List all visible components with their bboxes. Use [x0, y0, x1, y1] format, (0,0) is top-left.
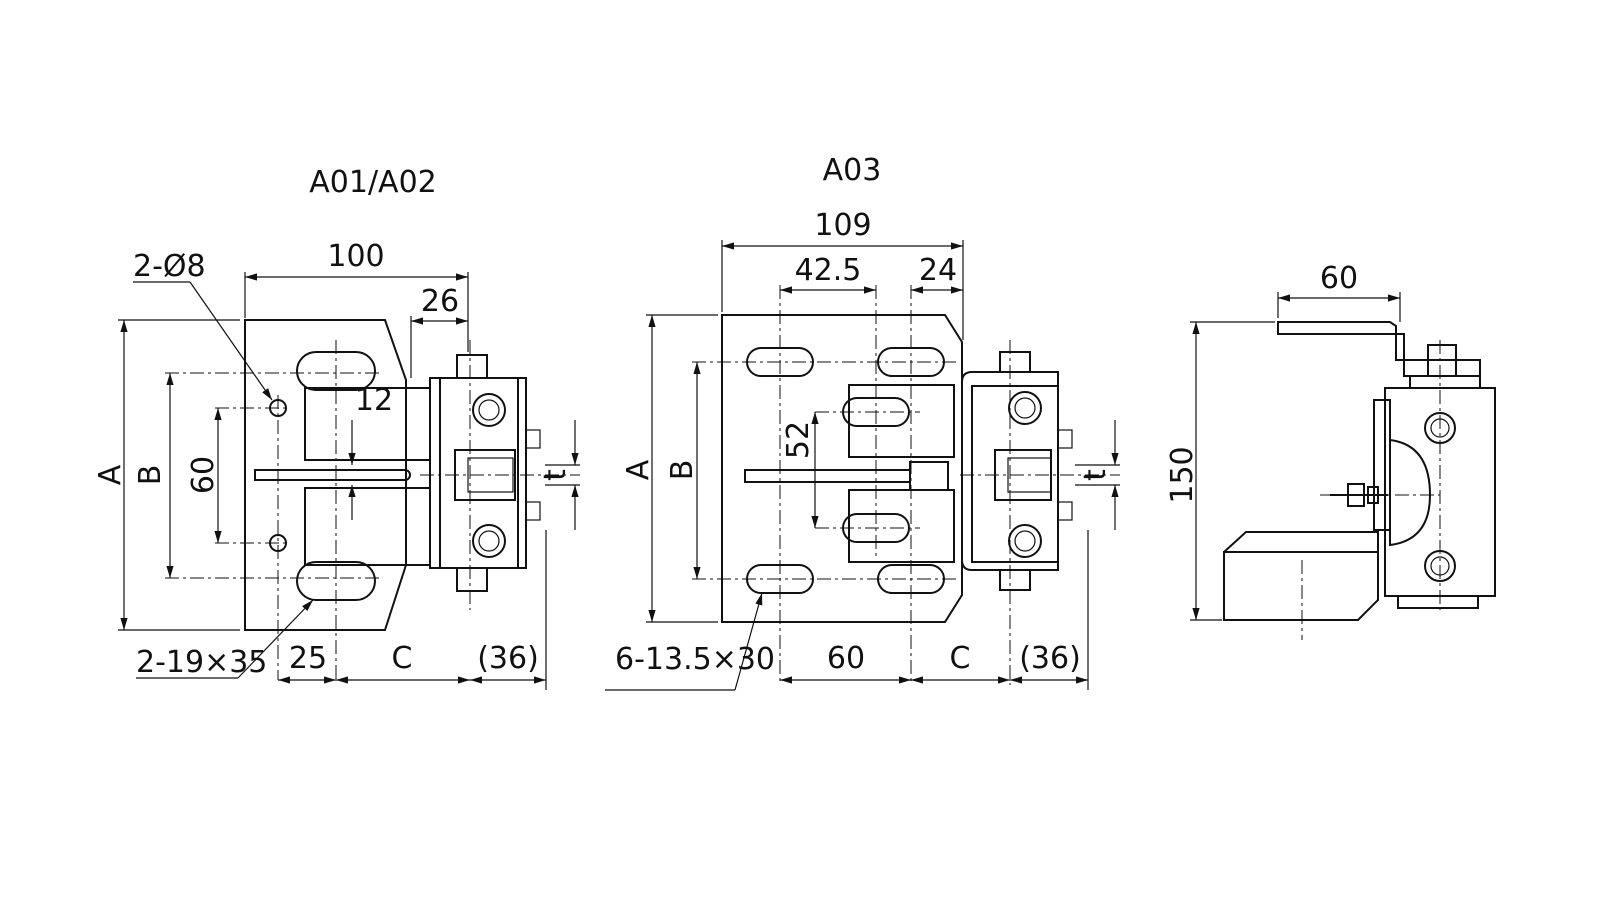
view-a01-a02: A01/A02	[93, 165, 580, 690]
a03-dim-t: t	[1078, 469, 1113, 481]
a01-nut-bottom	[456, 567, 488, 592]
a03-dim-a: A	[621, 459, 656, 480]
a03-dim-109: 109	[814, 208, 871, 243]
a01-housing	[429, 377, 527, 569]
a03-housing	[961, 371, 1059, 571]
side-top-bracket	[1277, 321, 1481, 377]
a01-tab-bottom	[525, 501, 541, 521]
a01-bolt-top	[472, 393, 506, 427]
a03-base-plate	[721, 314, 963, 623]
a03-dim-42-5: 42.5	[795, 253, 862, 288]
view-a03-title: A03	[823, 153, 882, 188]
a01-dim-b: B	[133, 465, 168, 486]
a01-dim-12: 12	[355, 383, 393, 418]
side-block-cap	[1409, 375, 1481, 389]
a01-tab-top	[525, 429, 541, 449]
a01-base-plate	[244, 319, 407, 631]
a03-blade	[744, 469, 911, 483]
a01-dim-36: (36)	[477, 641, 539, 676]
side-dome	[1389, 438, 1432, 547]
side-lower-bracket	[1223, 551, 1379, 621]
a03-dim-52: 52	[781, 421, 816, 459]
a01-bracket-lower	[304, 487, 431, 566]
view-side: 60 150	[1165, 261, 1496, 640]
a01-bolt-bottom	[472, 524, 506, 558]
a03-dim-24: 24	[919, 253, 957, 288]
a01-slot-callout: 2-19×35	[136, 645, 267, 680]
a03-bolt-top	[1008, 391, 1042, 425]
a01-dim-c: C	[392, 641, 413, 676]
side-nut-top	[1427, 344, 1457, 377]
view-a01-title: A01/A02	[309, 165, 437, 200]
a03-bolt-bottom	[1008, 524, 1042, 558]
a01-dim-a: A	[93, 464, 128, 485]
a03-tab-top	[1057, 429, 1073, 449]
a03-dim-60: 60	[827, 641, 865, 676]
a01-dim-100: 100	[327, 239, 384, 274]
side-dim-60: 60	[1320, 261, 1358, 296]
a01-hole-callout: 2-Ø8	[133, 249, 206, 284]
side-lower-bracket-top	[1223, 531, 1379, 553]
side-dim-150: 150	[1165, 446, 1200, 503]
view-a03: A03	[605, 153, 1120, 691]
a03-dim-36: (36)	[1019, 641, 1081, 676]
a03-slot-callout: 6-13.5×30	[615, 642, 775, 677]
side-base-foot	[1397, 595, 1479, 609]
a03-dim-b: B	[665, 460, 700, 481]
a01-dim-26: 26	[421, 284, 459, 319]
a03-nut-bottom	[999, 569, 1031, 591]
a01-dim-25: 25	[289, 641, 327, 676]
a03-housing-inner	[971, 385, 1059, 563]
a01-blade	[254, 469, 411, 481]
a01-dim-t: t	[538, 469, 573, 481]
a03-tab-bottom	[1057, 501, 1073, 521]
a03-jaw-inner	[1007, 457, 1052, 493]
a03-bracket-upper	[848, 384, 955, 458]
a03-blade-nut	[909, 461, 949, 491]
a03-nut-top	[999, 351, 1031, 373]
a03-dim-c: C	[950, 641, 971, 676]
a01-nut-top	[456, 354, 488, 379]
a03-bracket-lower	[848, 489, 955, 563]
side-plate	[1373, 399, 1391, 531]
a01-dim-60: 60	[186, 456, 221, 494]
